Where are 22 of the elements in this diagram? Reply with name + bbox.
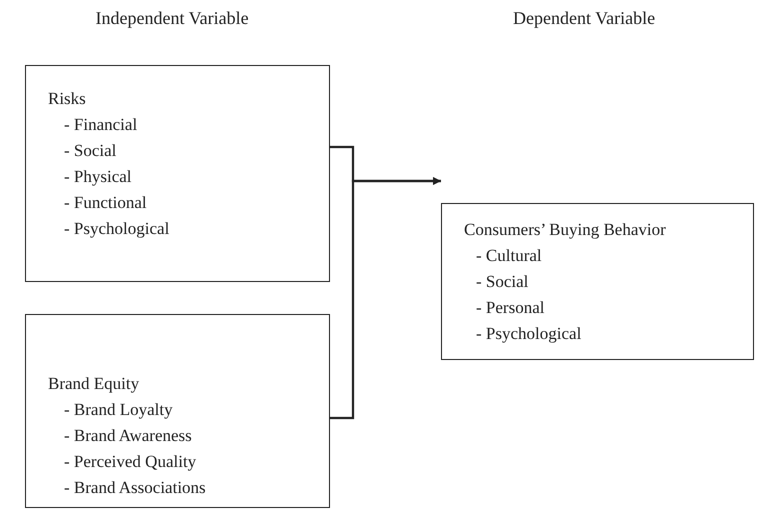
list-item: - Psychological <box>64 218 170 240</box>
box-heading: Brand Equity <box>48 373 140 395</box>
list-item: - Perceived Quality <box>64 451 196 473</box>
bracket-arrow <box>330 177 441 420</box>
list-item: - Physical <box>64 166 132 188</box>
list-item: - Psychological <box>476 323 582 345</box>
list-item: - Social <box>64 140 116 162</box>
list-item: - Brand Associations <box>64 477 206 499</box>
variable-box <box>25 314 330 508</box>
column-heading: Independent Variable <box>96 8 249 29</box>
column-heading: Dependent Variable <box>513 8 656 29</box>
box-heading: Risks <box>48 88 86 110</box>
variable-box <box>441 203 754 360</box>
list-item: - Social <box>476 271 528 293</box>
list-item: - Financial <box>64 114 138 136</box>
list-item: - Cultural <box>476 245 542 267</box>
variable-box <box>25 65 330 282</box>
list-item: - Functional <box>64 192 147 214</box>
box-heading: Consumers’ Buying Behavior <box>464 219 666 241</box>
list-item: - Brand Awareness <box>64 425 192 447</box>
list-item: - Personal <box>476 297 544 319</box>
list-item: - Brand Loyalty <box>64 399 173 421</box>
